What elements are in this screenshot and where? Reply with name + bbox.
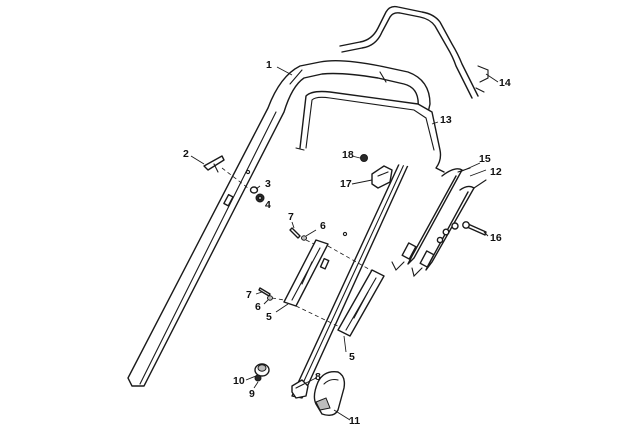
callout-7-upper: 7 bbox=[288, 211, 294, 223]
callout-6-upper: 6 bbox=[320, 220, 326, 232]
callout-12: 12 bbox=[490, 166, 502, 178]
callout-10: 10 bbox=[233, 375, 245, 387]
cover-part-11 bbox=[313, 371, 346, 417]
trim-part-5-right bbox=[337, 269, 385, 337]
control-bar-part-13 bbox=[295, 90, 445, 173]
leader-lines bbox=[190, 66, 499, 421]
callout-16: 16 bbox=[490, 232, 502, 244]
cable-part-12 bbox=[411, 179, 487, 278]
callout-2: 2 bbox=[183, 148, 189, 160]
knob-part-10 bbox=[254, 363, 270, 377]
callout-15: 15 bbox=[479, 153, 491, 165]
callout-labels: 1 2 3 4 5 5 6 6 7 7 8 9 10 11 12 13 14 1… bbox=[183, 59, 511, 427]
bail-lever-part-14 bbox=[339, 5, 489, 99]
callout-8: 8 bbox=[315, 371, 321, 383]
callout-11: 11 bbox=[349, 415, 360, 427]
callout-14: 14 bbox=[499, 77, 511, 89]
switch-block-part-17 bbox=[371, 165, 393, 189]
spacer-part-8 bbox=[291, 379, 309, 399]
washer-part-6-lower bbox=[267, 295, 285, 301]
nut-part-4 bbox=[255, 193, 265, 203]
callout-5-right: 5 bbox=[349, 351, 355, 363]
callout-17: 17 bbox=[340, 178, 352, 190]
bolt-part-16 bbox=[436, 221, 487, 244]
callout-5-left: 5 bbox=[266, 311, 272, 323]
trim-part-5-left bbox=[283, 239, 375, 331]
cable-part-15 bbox=[391, 167, 471, 271]
washer-part-3 bbox=[249, 186, 259, 194]
callout-9: 9 bbox=[249, 388, 255, 400]
screw-part-7-upper bbox=[289, 227, 301, 239]
callout-6-lower: 6 bbox=[255, 301, 261, 313]
washer-part-6-upper bbox=[301, 235, 315, 245]
callout-4: 4 bbox=[265, 199, 271, 211]
nut-part-9 bbox=[254, 374, 262, 382]
callout-3: 3 bbox=[265, 178, 271, 190]
callout-1: 1 bbox=[266, 59, 272, 71]
callout-13: 13 bbox=[440, 114, 452, 126]
cable-clip-part-2 bbox=[203, 155, 249, 189]
callout-7-lower: 7 bbox=[246, 289, 252, 301]
nut-part-18 bbox=[360, 154, 368, 162]
callout-18: 18 bbox=[342, 149, 354, 161]
